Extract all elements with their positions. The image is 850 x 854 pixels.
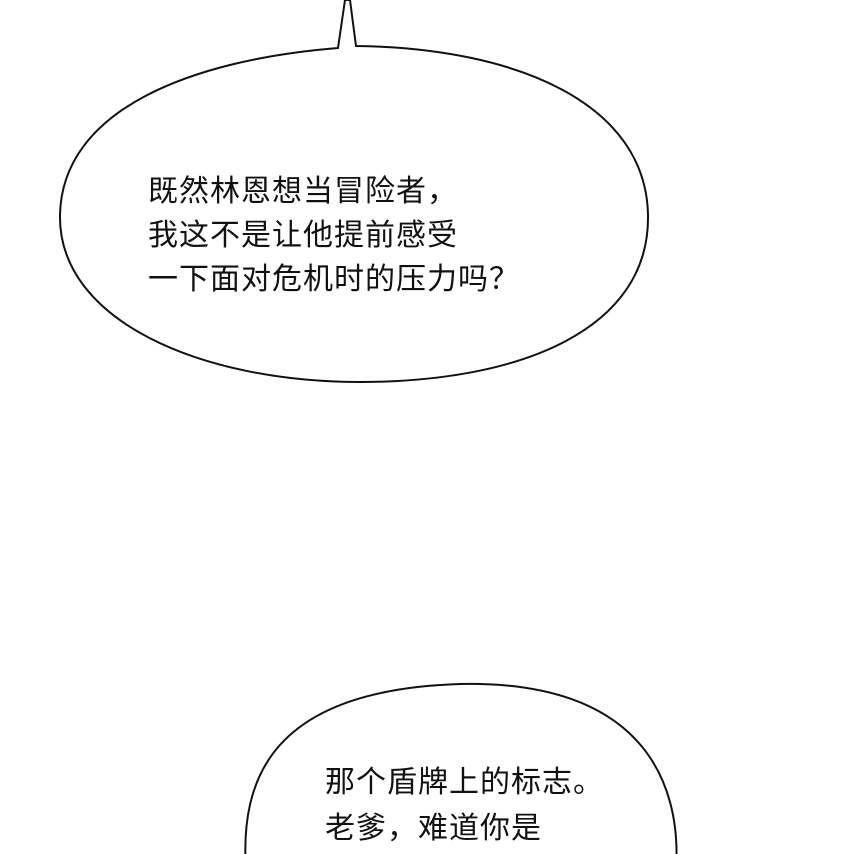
dialogue-line: 我这不是让他提前感受 [148,218,458,253]
speech-bubble-bottom [244,682,678,854]
dialogue-line: 老爹，难道你是 [325,811,542,846]
dialogue-line: 既然林恩想当冒险者， [148,174,458,209]
dialogue-text-top: 既然林恩想当冒险者， 我这不是让他提前感受 一下面对危机时的压力吗？ [148,170,520,302]
dialogue-line: 一下面对危机时的压力吗？ [148,262,520,297]
dialogue-line: 那个盾牌上的标志。 [325,765,604,800]
dialogue-text-bottom: 那个盾牌上的标志。 老爹，难道你是 [325,760,604,852]
speech-bubble-top [58,0,650,384]
